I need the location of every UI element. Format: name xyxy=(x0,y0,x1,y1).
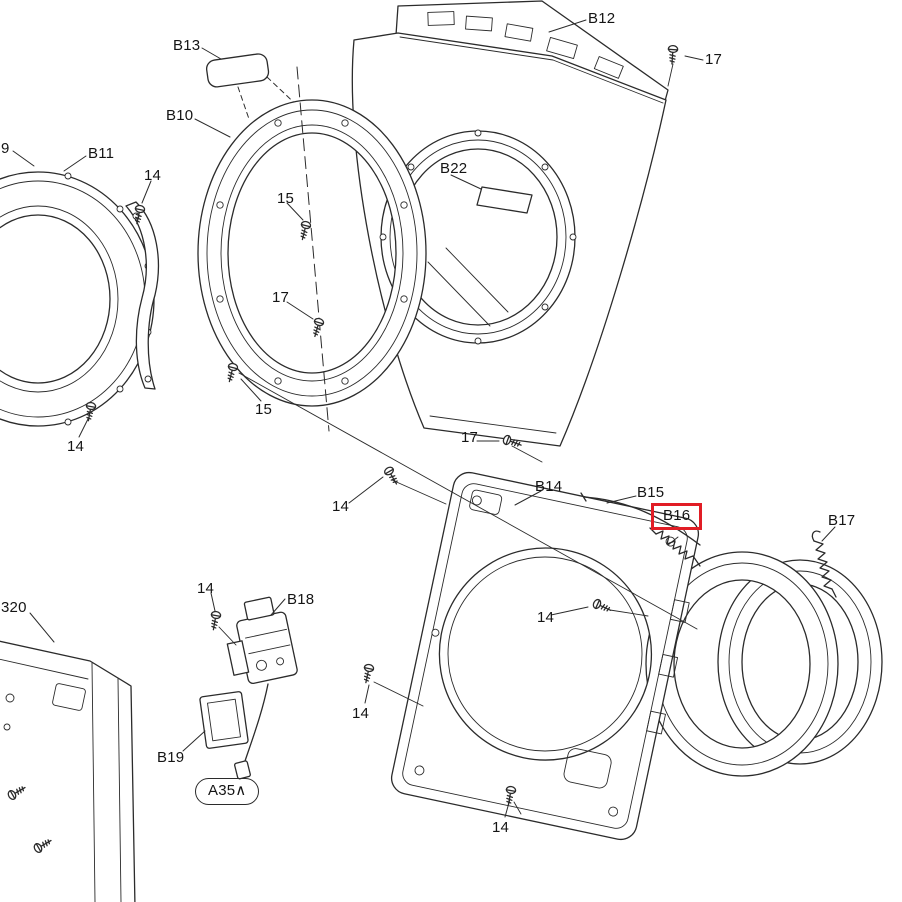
side-panel-b20 xyxy=(0,640,136,902)
screw-icon xyxy=(591,597,614,616)
handle-trim-b13 xyxy=(205,53,304,120)
door-hinge xyxy=(125,201,160,390)
screw-callout-14[interactable]: 14 xyxy=(197,580,215,597)
screw-callout-14[interactable]: 14 xyxy=(67,438,85,455)
part-label-b22[interactable]: B22 xyxy=(440,160,468,177)
screw-callout-17[interactable]: 17 xyxy=(461,429,479,446)
cabinet-front-panel xyxy=(351,32,667,447)
edge-label-320: 320 xyxy=(1,599,27,616)
screw-callout-17[interactable]: 17 xyxy=(272,289,290,306)
part-label-b11[interactable]: B11 xyxy=(88,145,115,162)
label-plate-b22 xyxy=(476,186,533,214)
part-label-b14[interactable]: B14 xyxy=(535,478,563,495)
edge-label-9: 9 xyxy=(1,140,10,157)
part-label-b19[interactable]: B19 xyxy=(157,749,185,766)
screw-callout-14[interactable]: 14 xyxy=(537,609,555,626)
part-label-b12[interactable]: B12 xyxy=(588,10,616,27)
screw-callout-17[interactable]: 17 xyxy=(705,51,723,68)
alignment-lines xyxy=(218,63,698,815)
screw-callout-14[interactable]: 14 xyxy=(332,498,350,515)
screw-callout-15[interactable]: 15 xyxy=(255,401,273,418)
part-label-b10[interactable]: B10 xyxy=(166,107,194,124)
screw-icon xyxy=(360,663,375,685)
part-label-b13[interactable]: B13 xyxy=(173,37,201,54)
screw-icon xyxy=(297,219,312,242)
screw-icon xyxy=(382,465,402,487)
reference-balloon-a35[interactable]: A35∧ xyxy=(195,778,260,805)
mounting-plate-b19 xyxy=(199,691,249,749)
spring-b17 xyxy=(811,530,837,598)
leader-lines xyxy=(12,19,836,818)
screw-callout-14[interactable]: 14 xyxy=(492,819,510,836)
wire-b15 xyxy=(580,492,701,546)
screw-callout-14[interactable]: 14 xyxy=(144,167,162,184)
part-label-b18[interactable]: B18 xyxy=(287,591,315,608)
screw-callout-14[interactable]: 14 xyxy=(352,705,370,722)
door-assembly-b11 xyxy=(0,171,160,427)
screw-icon xyxy=(309,316,326,339)
part-label-b17[interactable]: B17 xyxy=(828,512,856,529)
part-label-b16-highlighted[interactable]: B16 xyxy=(651,503,703,530)
part-label-b15[interactable]: B15 xyxy=(637,484,665,501)
screw-callout-15[interactable]: 15 xyxy=(277,190,295,207)
screw-icon xyxy=(666,44,679,65)
door-lock-b18 xyxy=(226,596,298,780)
screw-icon xyxy=(224,361,239,384)
door-trim-ring-b10 xyxy=(197,66,427,432)
